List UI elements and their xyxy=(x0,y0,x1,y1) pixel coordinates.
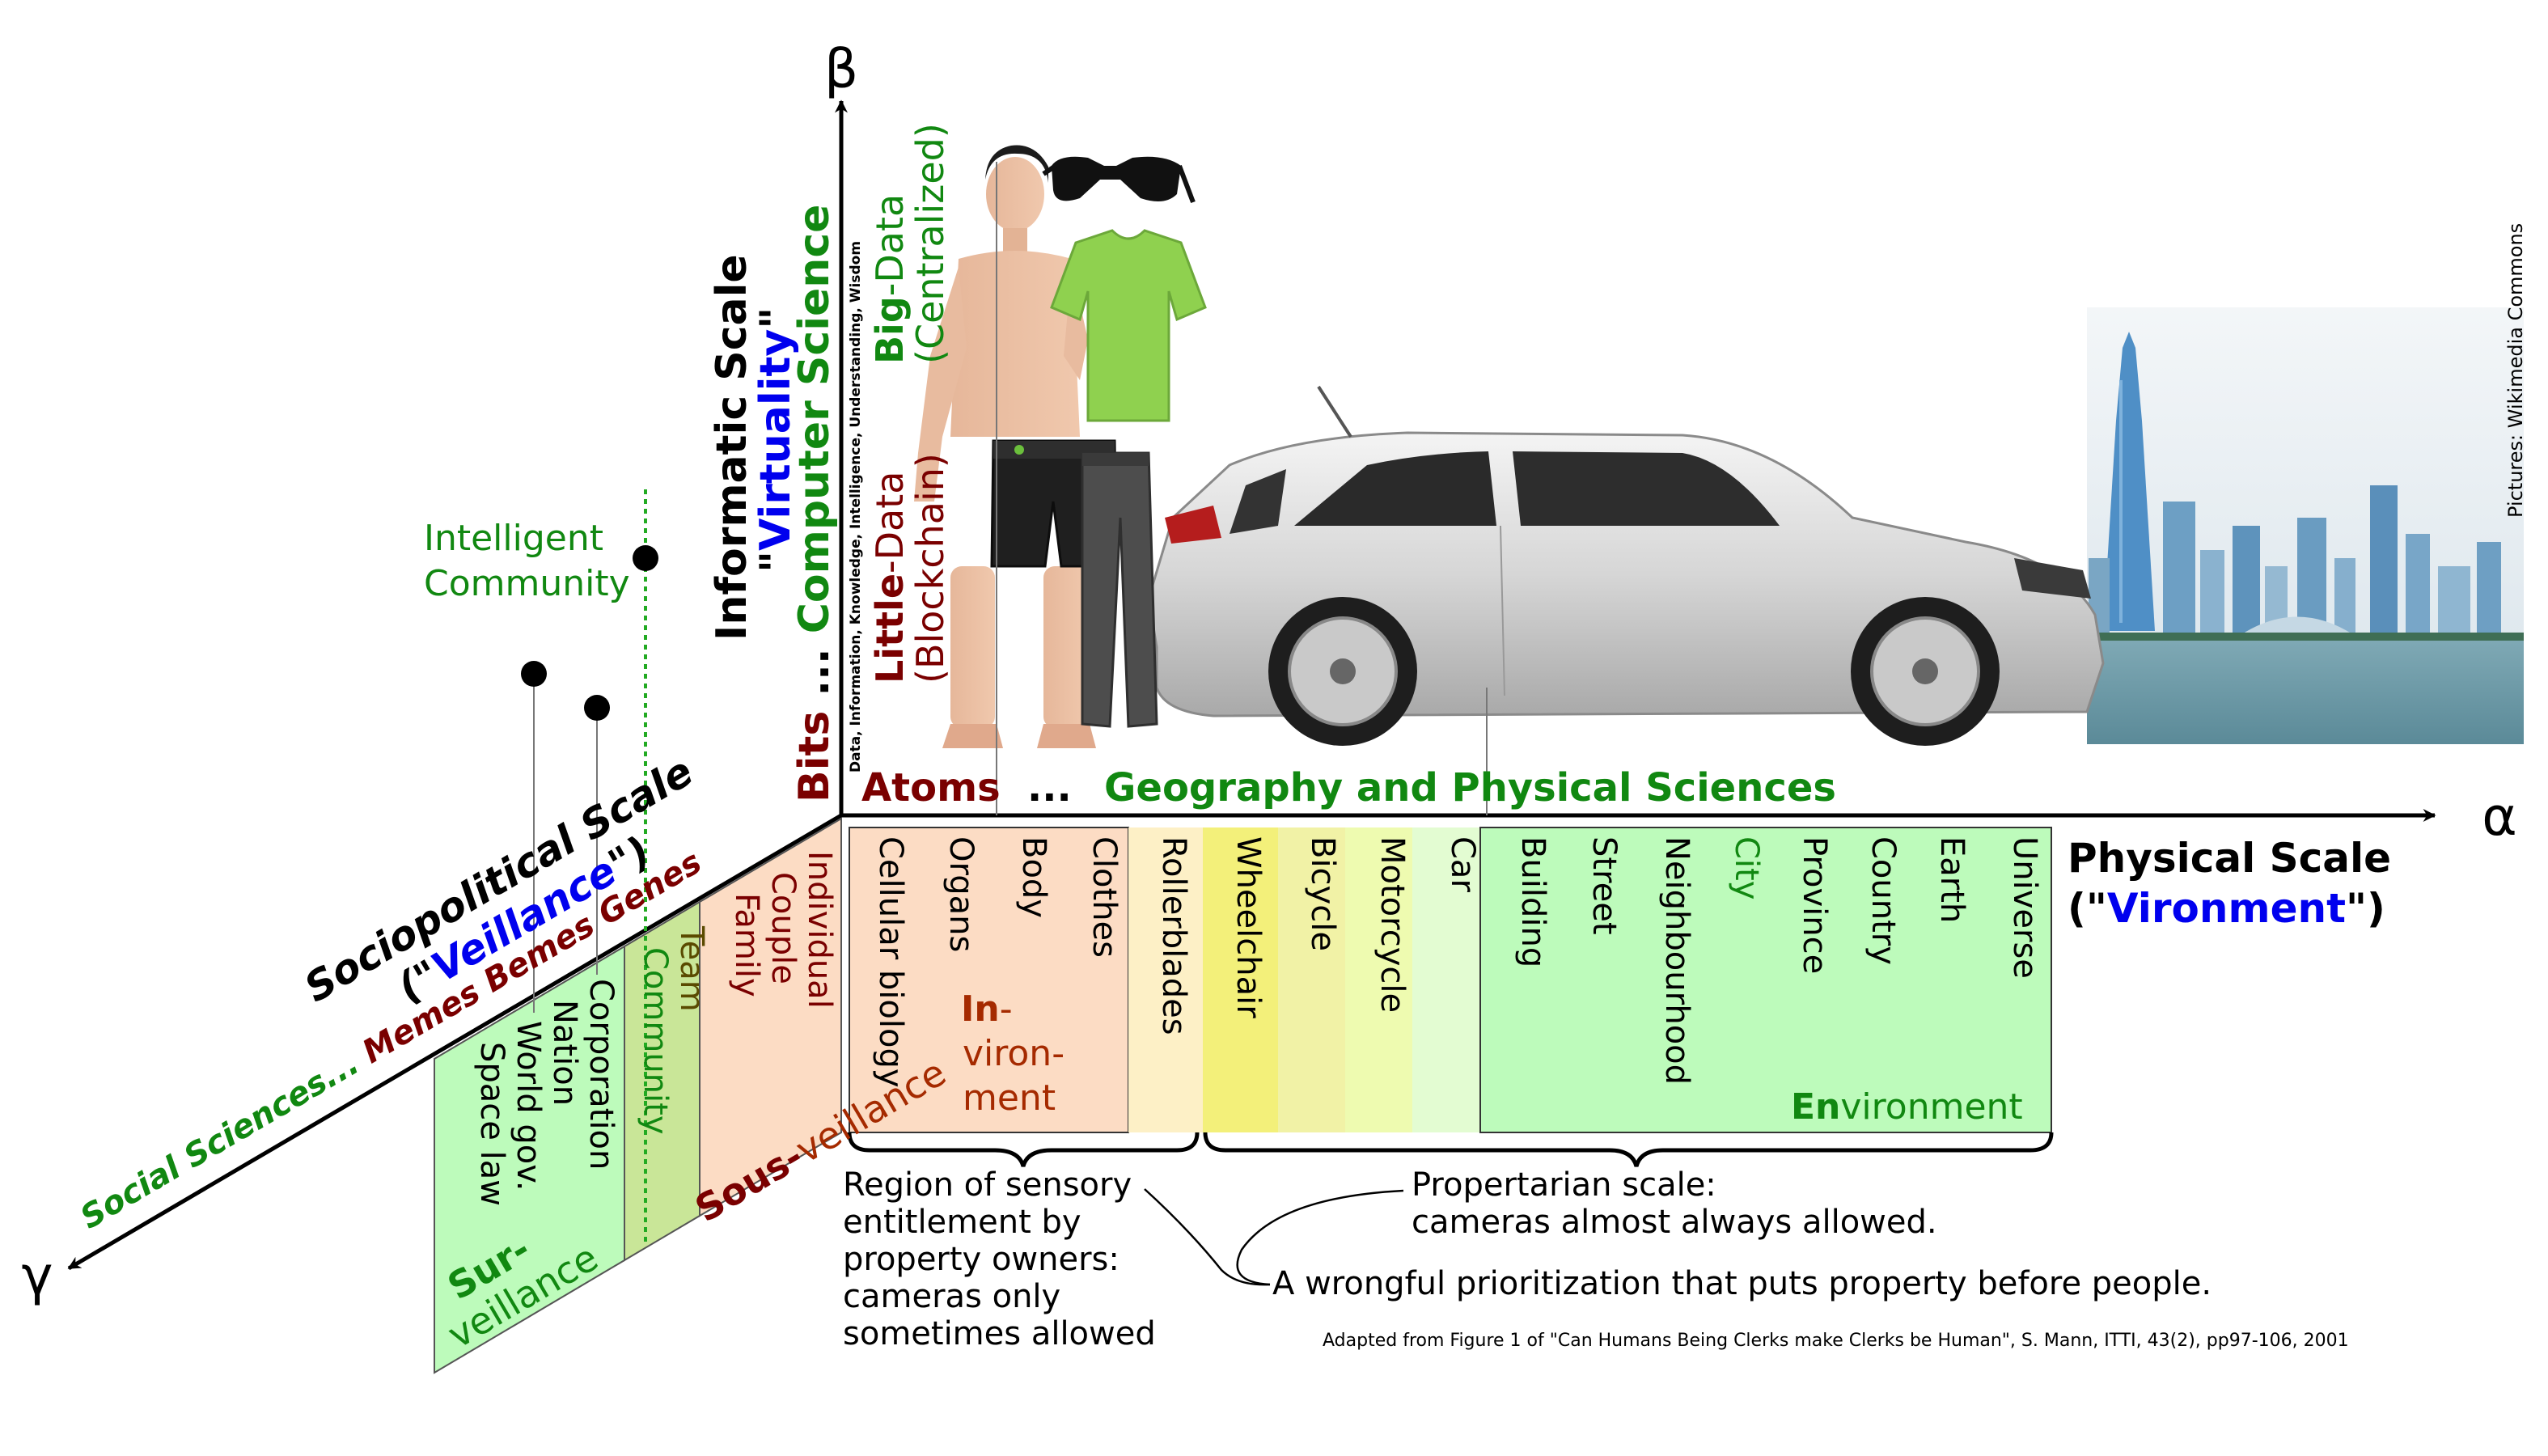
physical-item-rollerblades: Rollerblades xyxy=(1155,836,1192,1035)
physical-item-motorcycle: Motorcycle xyxy=(1373,836,1411,1013)
socio-item-team: Team xyxy=(673,925,710,1012)
physical-header-dots: ... xyxy=(1027,765,1072,811)
city-skyline-photo xyxy=(2087,307,2524,744)
propertarian-line-2: cameras almost always allowed. xyxy=(1412,1204,1937,1241)
environ-label: Environment xyxy=(1791,1086,2023,1128)
physical-item-universe: Universe xyxy=(2006,836,2043,979)
beta-label: β xyxy=(824,38,858,100)
physical-item-building: Building xyxy=(1514,836,1551,967)
gamma-label: γ xyxy=(21,1245,53,1307)
informatic-bits-cs: Bits ... Computer Science xyxy=(790,205,839,802)
dot-2 xyxy=(584,695,610,721)
brace-propertarian xyxy=(1203,1132,2054,1167)
centralized-label: (Centralized) xyxy=(908,123,952,364)
little-data-label: Little-Data xyxy=(868,472,912,684)
physical-item-province: Province xyxy=(1796,836,1833,974)
socio-item-space-law: Space law xyxy=(473,1042,510,1206)
physical-item-clothes: Clothes xyxy=(1086,836,1123,958)
physical-item-street: Street xyxy=(1585,836,1623,935)
connector-propertarian xyxy=(1236,1189,1404,1286)
physical-item-bicycle: Bicycle xyxy=(1304,836,1341,951)
annotation-wrongful: A wrongful prioritization that puts prop… xyxy=(1272,1265,2212,1302)
socio-item-couple: Couple xyxy=(764,872,802,984)
socio-item-community: Community xyxy=(637,947,674,1135)
region-line-1: Region of sensory xyxy=(843,1166,1132,1204)
region-line-5: sometimes allowed xyxy=(843,1315,1156,1352)
alpha-label: α xyxy=(2482,785,2517,848)
socio-item-corporation: Corporation xyxy=(582,979,620,1170)
socio-item-individual: Individual xyxy=(801,851,838,1009)
rollerblades-region xyxy=(1128,827,1203,1132)
car-region xyxy=(1412,827,1480,1132)
physical-scale-subtitle: ("Vironment") xyxy=(2068,885,2385,932)
surveillance-region xyxy=(434,945,625,1374)
picture-credit: Pictures: Wikimedia Commons xyxy=(2504,223,2527,518)
bicycle-region xyxy=(1278,827,1345,1132)
physical-header-atoms: Atoms xyxy=(861,765,1001,811)
inviron-label-2: viron- xyxy=(963,1033,1064,1074)
car-photo xyxy=(1147,385,2105,746)
pants-photo xyxy=(1081,451,1158,728)
physical-item-wheelchair: Wheelchair xyxy=(1230,836,1267,1018)
socio-item-family: Family xyxy=(728,893,765,997)
region-line-3: property owners: xyxy=(843,1241,1120,1278)
person-photo xyxy=(914,145,1096,748)
region-line-4: cameras only xyxy=(843,1278,1060,1315)
physical-item-earth: Earth xyxy=(1933,836,1970,923)
physical-item-country: Country xyxy=(1864,836,1902,965)
physical-item-body: Body xyxy=(1015,836,1052,918)
socio-item-world-gov-: World gov. xyxy=(510,1021,547,1191)
physical-scale-regions xyxy=(849,827,2052,1133)
physical-item-car: Car xyxy=(1444,836,1481,892)
connector-region xyxy=(1144,1188,1271,1286)
intelligent-community-label-1: Intelligent xyxy=(424,518,603,559)
sociopolitical-regions xyxy=(434,817,842,1374)
physical-scale-items: Cellular biology Organs Body Clothes Rollerb… xyxy=(872,836,2043,1088)
dot-intelligent-community xyxy=(633,545,658,571)
brace-inviron xyxy=(847,1132,1200,1167)
physical-item-neighbourhood: Neighbourhood xyxy=(1658,836,1695,1085)
inviron-region xyxy=(849,827,1129,1133)
motorcycle-region xyxy=(1345,827,1412,1132)
propertarian-line-1: Propertarian scale: xyxy=(1412,1166,1716,1204)
physical-header-sciences: Geography and Physical Sciences xyxy=(1104,765,1836,811)
socio-item-nation: Nation xyxy=(546,1000,583,1106)
intelligent-community-label-2: Community xyxy=(424,563,630,604)
physical-item-organs: Organs xyxy=(942,836,980,952)
region-line-2: entitlement by xyxy=(843,1204,1081,1241)
physical-item-cellular-biology: Cellular biology xyxy=(872,836,909,1088)
wheelchair-region xyxy=(1203,827,1278,1132)
inviron-label: In- xyxy=(961,988,1013,1030)
blockchain-label: (Blockchain) xyxy=(908,453,952,684)
sunglasses-photo xyxy=(1042,156,1196,204)
physical-item-city: City xyxy=(1728,836,1765,899)
tshirt-photo xyxy=(1050,229,1207,422)
informatic-scale-title: Informatic Scale xyxy=(708,254,756,641)
informatic-scale-subtitle: "Virtuality" xyxy=(751,307,800,573)
physical-scale-title: Physical Scale xyxy=(2068,835,2391,882)
citation: Adapted from Figure 1 of "Can Humans Bei… xyxy=(1323,1331,2349,1351)
dikw-label: Data, Information, Knowledge, Intelligen… xyxy=(848,241,864,772)
dot-1 xyxy=(521,661,547,687)
inviron-label-3: ment xyxy=(963,1077,1056,1119)
gamma-axis xyxy=(67,813,843,1271)
annotation-propertarian: Propertarian scale:cameras almost always… xyxy=(1412,1166,1937,1241)
big-data-label: Big-Data xyxy=(868,194,912,364)
environ-region xyxy=(1479,827,2052,1133)
